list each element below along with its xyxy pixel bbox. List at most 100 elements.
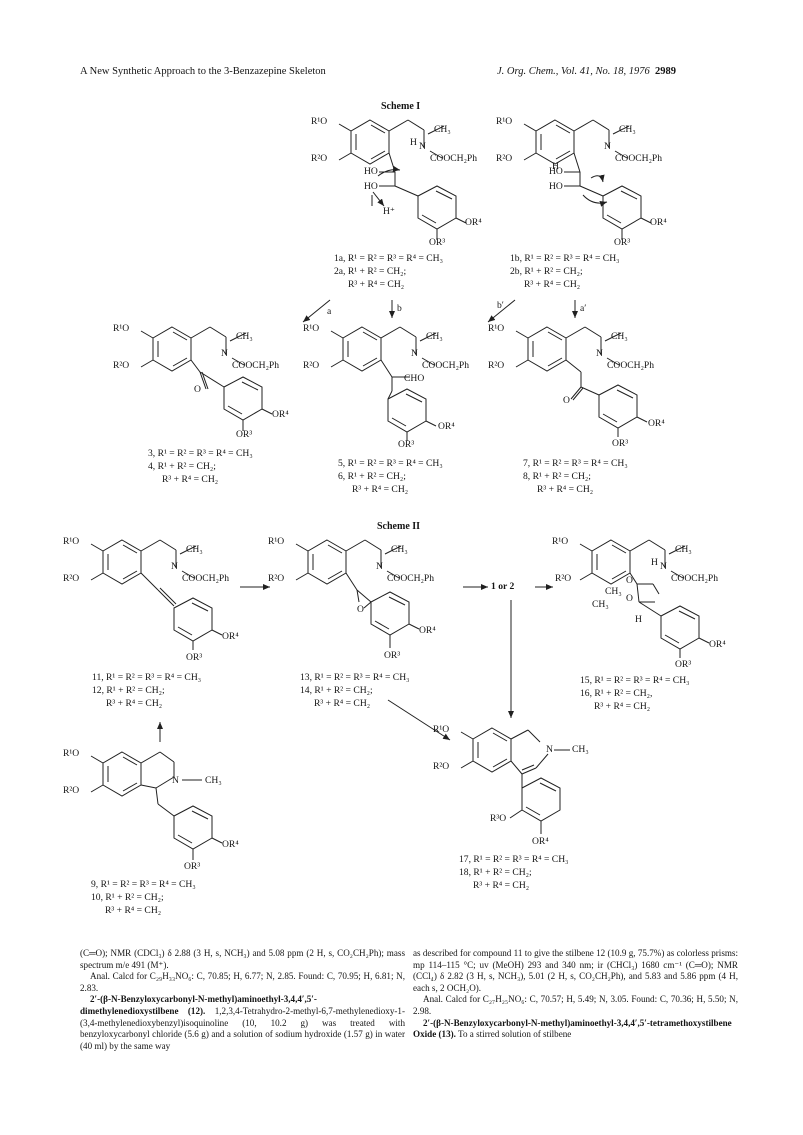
compound-label-6-line2: R³ + R⁴ = CH₂ [352, 484, 409, 495]
or4-15: OR⁴ [709, 639, 726, 650]
r1o-1a: R¹O [311, 116, 328, 127]
ch3-15-c: CH₃ [592, 599, 609, 610]
scheme-2-arrow-label: 1 or 2 [491, 581, 515, 592]
structure-13 [295, 539, 420, 648]
right-paragraph-3: 2′-(β-N-Benzyloxycarbonyl-N-methyl)amino… [413, 1018, 738, 1041]
n-7: N [596, 348, 603, 359]
r1o-11: R¹O [63, 536, 80, 547]
ho-1a: HO [364, 166, 378, 177]
right-paragraph-1: as described for compound 11 to give the… [413, 948, 738, 993]
scheme-2-title: Scheme II [377, 521, 421, 532]
left-column-text: (C═O); NMR (CDCl₃) δ 2.88 (3 H, s, NCH₃)… [80, 948, 405, 1052]
ch3-1b: CH₃ [619, 124, 636, 135]
or4-3: OR⁴ [272, 409, 289, 420]
compound-label-16-line1: 16, R¹ + R² = CH₂, [580, 688, 653, 699]
page-number: 2989 [654, 66, 676, 77]
r2o-13: R²O [268, 573, 285, 584]
ho2-1a: HO [364, 181, 378, 192]
o-7: O [563, 395, 570, 406]
cooch2ph-7: COOCH₂Ph [607, 360, 655, 371]
or4-1b: OR⁴ [650, 217, 667, 228]
compound-label-4-line1: 4, R¹ + R² = CH₂; [148, 461, 216, 472]
reaction-schemes-drawing [90, 119, 710, 860]
or3-15: OR³ [675, 659, 692, 670]
n-3: N [221, 348, 228, 359]
h-15: H [651, 557, 658, 568]
structure-11 [90, 539, 223, 650]
ch3-17: CH₃ [572, 744, 589, 755]
or4-9: OR⁴ [222, 839, 239, 850]
o-15-b: O [626, 593, 633, 604]
compound-label-3: 3, R¹ = R² = R³ = R⁴ = CH₃ [148, 448, 253, 459]
structure-15 [579, 539, 710, 658]
r1o-17: R¹O [433, 724, 450, 735]
running-header-journal: J. Org. Chem., Vol. 41, No. 18, 1976 298… [497, 66, 676, 77]
compound-label-14-line1: 14, R¹ + R² = CH₂; [300, 685, 373, 696]
compound-label-2b-line2: R³ + R⁴ = CH₂ [524, 279, 581, 290]
r3o-17: R³O [490, 813, 507, 824]
or3-9: OR³ [184, 861, 201, 872]
r1o-7: R¹O [488, 323, 505, 334]
cooch2ph-11: COOCH₂Ph [182, 573, 230, 584]
compound-label-11: 11, R¹ = R² = R³ = R⁴ = CH₃ [92, 672, 202, 683]
compound-12-procedure: 1,2,3,4-Tetrahydro-2-methyl-6,7-methylen… [80, 1005, 405, 1051]
compound-13-heading: 2′-(β-N-Benzyloxycarbonyl-N-methyl)amino… [413, 1017, 732, 1040]
ch3-1a: CH₃ [434, 124, 451, 135]
compound-label-4-line2: R³ + R⁴ = CH₂ [162, 474, 219, 485]
r2o-11: R²O [63, 573, 80, 584]
r2o-5: R²O [303, 360, 320, 371]
o-15-a: O [626, 575, 633, 586]
r1o-9: R¹O [63, 748, 80, 759]
compound-label-17: 17, R¹ = R² = R³ = R⁴ = CH₃ [459, 854, 569, 865]
or4-1a: OR⁴ [465, 217, 482, 228]
r2o-7: R²O [488, 360, 505, 371]
or3-7: OR³ [612, 438, 629, 449]
structure-5 [330, 326, 437, 441]
compound-label-9: 9, R¹ = R² = R³ = R⁴ = CH₃ [91, 879, 196, 890]
compound-label-6-line1: 6, R¹ + R² = CH₂; [338, 471, 406, 482]
r1o-13: R¹O [268, 536, 285, 547]
r2o-3: R²O [113, 360, 130, 371]
compound-label-7: 7, R¹ = R² = R³ = R⁴ = CH₃ [523, 458, 628, 469]
or3-1a: OR³ [429, 237, 446, 248]
r2o-9: R²O [63, 785, 80, 796]
r1o-15: R¹O [552, 536, 569, 547]
left-paragraph-3: 2′-(β-N-Benzyloxycarbonyl-N-methyl)amino… [80, 994, 405, 1052]
compound-label-10-line1: 10, R¹ + R² = CH₂; [91, 892, 164, 903]
path-b-label: b [397, 303, 402, 314]
or3-11: OR³ [186, 652, 203, 663]
ch3-15: CH₃ [675, 544, 692, 555]
cooch2ph-3: COOCH₂Ph [232, 360, 280, 371]
r2o-1a: R²O [311, 153, 328, 164]
ho-1b: HO [549, 166, 563, 177]
compound-label-2b-line1: 2b, R¹ + R² = CH₂; [510, 266, 583, 277]
or3-5: OR³ [398, 439, 415, 450]
structure-3 [140, 326, 273, 431]
ch3-3: CH₃ [236, 331, 253, 342]
ho2-1b: HO [549, 181, 563, 192]
r1o-3: R¹O [113, 323, 130, 334]
n-9: N [172, 775, 179, 786]
compound-label-12-line2: R³ + R⁴ = CH₂ [106, 698, 163, 709]
compound-label-15: 15, R¹ = R² = R³ = R⁴ = CH₃ [580, 675, 690, 686]
compound-label-13: 13, R¹ = R² = R³ = R⁴ = CH₃ [300, 672, 410, 683]
cooch2ph-1a: COOCH₂Ph [430, 153, 478, 164]
or4-11: OR⁴ [222, 631, 239, 642]
compound-label-18-line1: 18, R¹ + R² = CH₂; [459, 867, 532, 878]
structure-7 [515, 326, 648, 437]
hplus-1a: H⁺ [383, 206, 395, 217]
or3-13: OR³ [384, 650, 401, 661]
compound-label-8-line2: R³ + R⁴ = CH₂ [537, 484, 594, 495]
journal-citation: J. Org. Chem., Vol. 41, No. 18, 1976 [497, 66, 650, 77]
n-13: N [376, 561, 383, 572]
path-a-label: a [327, 306, 332, 317]
n-1a: N [419, 141, 426, 152]
or3-1b: OR³ [614, 237, 631, 248]
h-1b: H [552, 161, 559, 172]
r2o-15: R²O [555, 573, 572, 584]
running-header-title: A New Synthetic Approach to the 3-Benzaz… [80, 66, 326, 77]
r1o-1b: R¹O [496, 116, 513, 127]
compound-label-16-line2: R³ + R⁴ = CH₂ [594, 701, 651, 712]
compound-label-18-line2: R³ + R⁴ = CH₂ [473, 880, 530, 891]
cooch2ph-1b: COOCH₂Ph [615, 153, 663, 164]
